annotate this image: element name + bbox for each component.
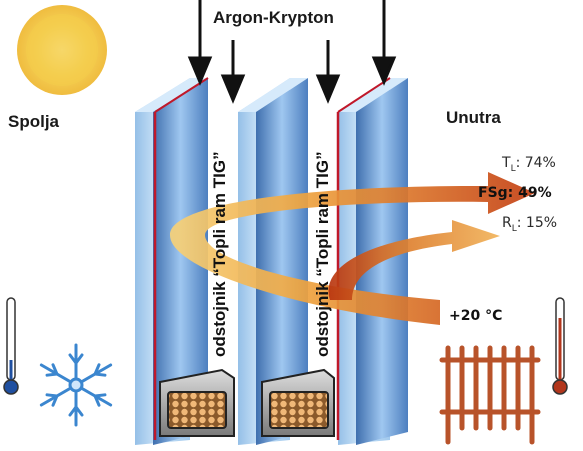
energy-arrow-transmitted (328, 220, 500, 300)
spacer-label-2: odstojnik “Topli ram TIG” (313, 151, 332, 357)
incoming-arrow-2 (220, 40, 246, 104)
glass-pane-middle (238, 78, 308, 445)
inside-label: Unutra (446, 108, 501, 127)
snowflake-icon (39, 343, 113, 427)
light-reflection-metric: RL: 15% (502, 215, 558, 234)
spacer-box-1 (159, 368, 235, 437)
thermometer-cold-icon (3, 297, 19, 395)
incoming-arrow-3 (315, 40, 341, 104)
light-transmission-metric: TL: 74% (502, 155, 556, 174)
gas-label: Argon-Krypton (213, 8, 334, 27)
spacer-label-1: odstojnik “Topli ram TIG” (210, 151, 229, 357)
thermometer-warm-icon (552, 297, 568, 395)
spacer-box-2 (261, 368, 335, 437)
solar-factor-metric: FSg: 49% (478, 185, 552, 201)
outside-label: Spolja (8, 112, 60, 131)
sun-icon (17, 5, 107, 95)
radiator-icon (439, 345, 541, 445)
incoming-arrow-1 (187, 0, 213, 86)
energy-arrow-reflected (170, 172, 535, 325)
incoming-arrow-4 (371, 0, 397, 86)
indoor-temperature-label: +20 °C (449, 308, 503, 324)
